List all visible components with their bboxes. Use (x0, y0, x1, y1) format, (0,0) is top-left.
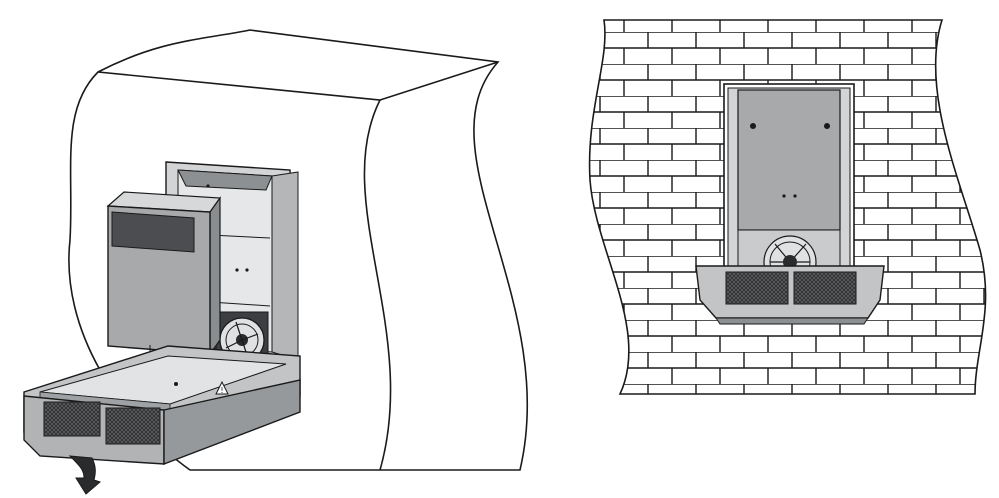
warning-triangle-icon: ! (215, 380, 229, 395)
base-tray: ! (23, 345, 301, 466)
cabinet-unit (106, 191, 222, 380)
left-grille (43, 401, 101, 437)
right-grille (105, 407, 161, 445)
left-grille (725, 271, 789, 305)
right-grille (793, 271, 857, 305)
svg-text:!: ! (220, 386, 223, 395)
base-tray-front (695, 265, 885, 325)
front-view-brick-wall (588, 19, 987, 395)
wall-side-edge (363, 99, 392, 471)
airflow-arrow-icon (68, 455, 101, 495)
condenser-panel (737, 89, 841, 231)
cabinet-grille-dark (111, 211, 195, 253)
perspective-view: ! (23, 29, 529, 495)
